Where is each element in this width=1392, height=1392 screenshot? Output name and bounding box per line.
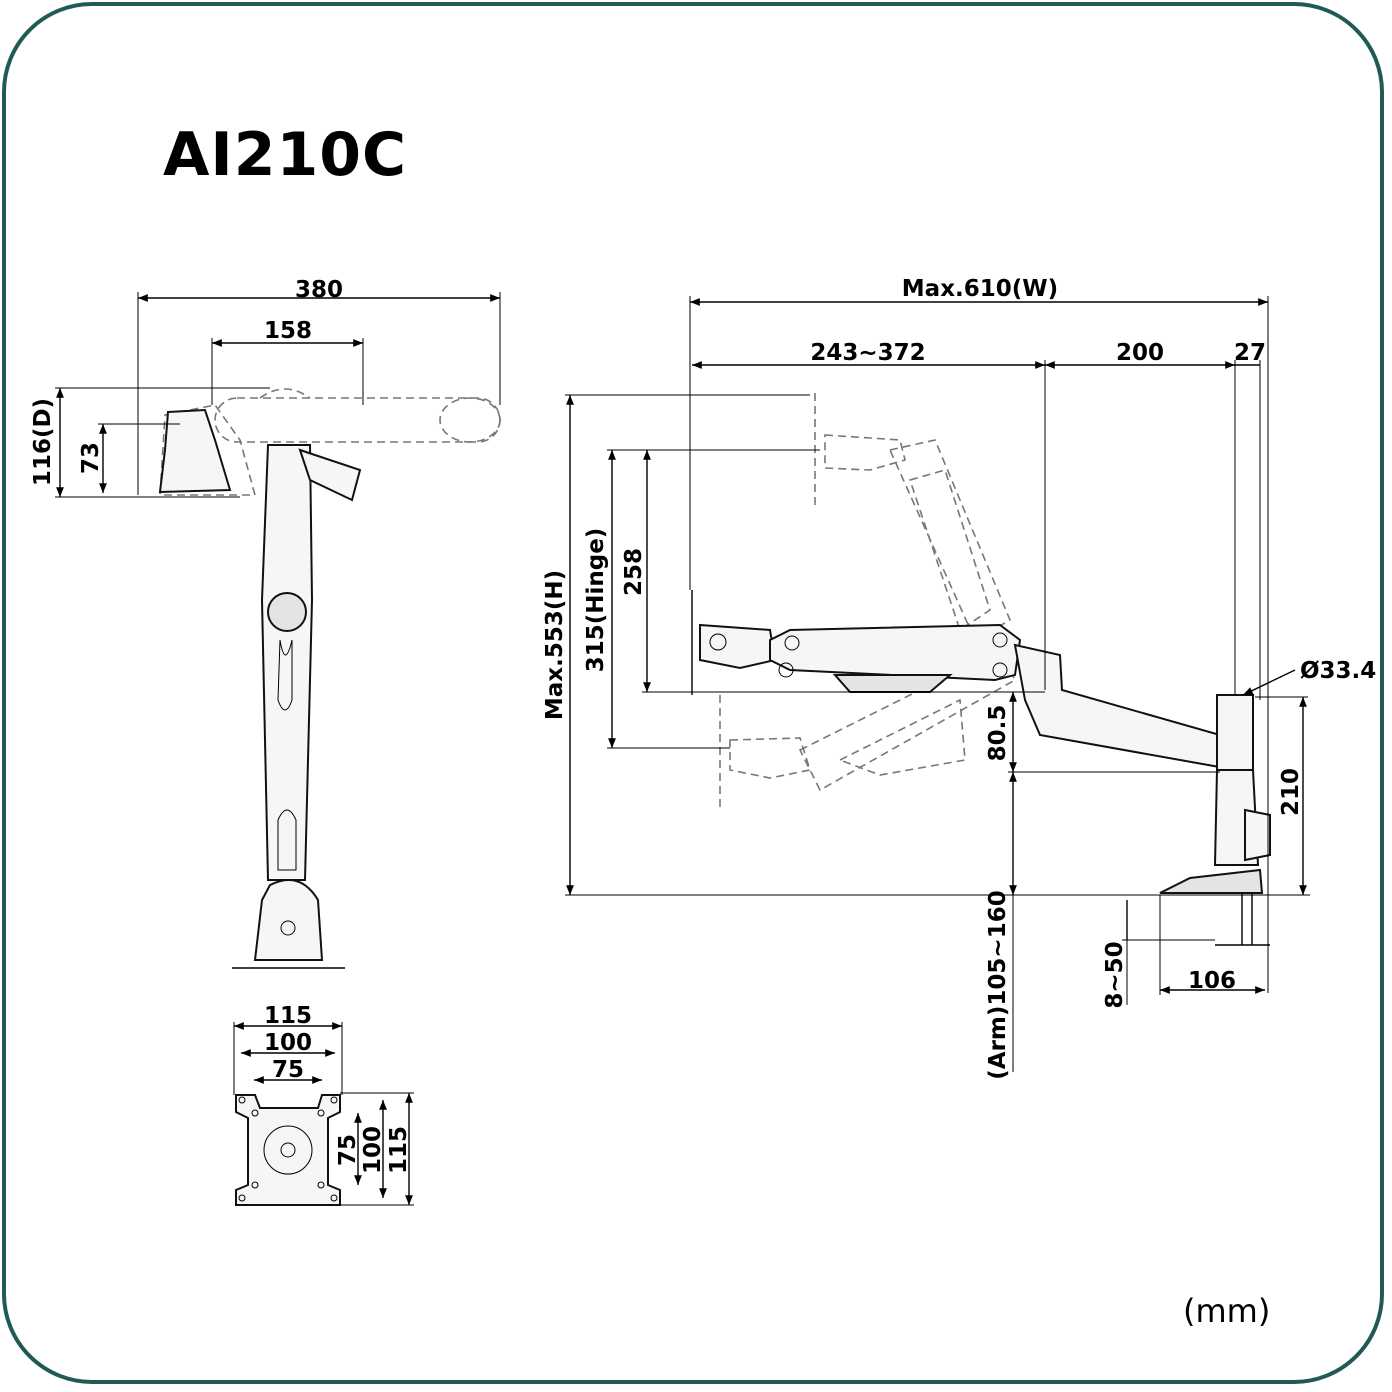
dim-vesa-h100: 100	[360, 1126, 386, 1174]
dim-vesa-115: 115	[264, 1003, 312, 1029]
side-view: Max.610(W) 243~372 200 27 Max.553(H) 315…	[542, 276, 1376, 1080]
dim-max-width: Max.610(W)	[902, 276, 1058, 302]
dim-arm-height: (Arm)105~160	[985, 890, 1011, 1079]
top-clamp	[158, 408, 232, 494]
dim-pole-height: 210	[1278, 768, 1304, 816]
vesa-plate-view: 115 100 75 75 100 115	[233, 1003, 414, 1206]
dim-reach: 243~372	[810, 340, 925, 366]
dim-vesa-75: 75	[272, 1057, 304, 1083]
top-base-clamp	[253, 879, 324, 961]
top-joint	[298, 448, 362, 502]
ghost-arm-up	[814, 393, 1012, 642]
top-knob	[267, 592, 307, 632]
dim-clamp-depth: 106	[1188, 968, 1236, 994]
dim-top-depth: 116(D)	[30, 398, 56, 486]
top-view: 380 158 116(D) 73	[30, 277, 501, 969]
dim-arm-length: 200	[1116, 340, 1164, 366]
lower-arm	[1013, 643, 1227, 770]
dim-pole-diameter: Ø33.4	[1300, 658, 1376, 684]
gas-spring-arm	[769, 623, 1022, 682]
dim-258: 258	[621, 548, 647, 596]
dim-vesa-100: 100	[264, 1030, 312, 1056]
dim-80-5: 80.5	[985, 705, 1011, 762]
ghost-arm-top	[159, 388, 501, 496]
dim-top-arm: 158	[264, 318, 312, 344]
dim-vesa-h75: 75	[335, 1134, 361, 1166]
dim-vesa-h115: 115	[386, 1126, 412, 1174]
dim-max-height: Max.553(H)	[542, 570, 568, 720]
dim-pole-offset: 27	[1234, 340, 1266, 366]
vesa-plate	[235, 1094, 341, 1206]
unit-label: (mm)	[1183, 1292, 1271, 1330]
dim-top-depth-inner: 73	[78, 442, 104, 474]
dim-clamp-thickness: 8~50	[1102, 941, 1128, 1008]
model-title: AI210C	[163, 120, 408, 190]
tilt-head	[699, 623, 777, 670]
dim-hinge: 315(Hinge)	[583, 528, 609, 673]
desk-clamp	[1159, 868, 1264, 894]
top-pole	[260, 444, 314, 881]
pole-top	[1216, 694, 1254, 771]
dim-top-width: 380	[295, 277, 343, 303]
